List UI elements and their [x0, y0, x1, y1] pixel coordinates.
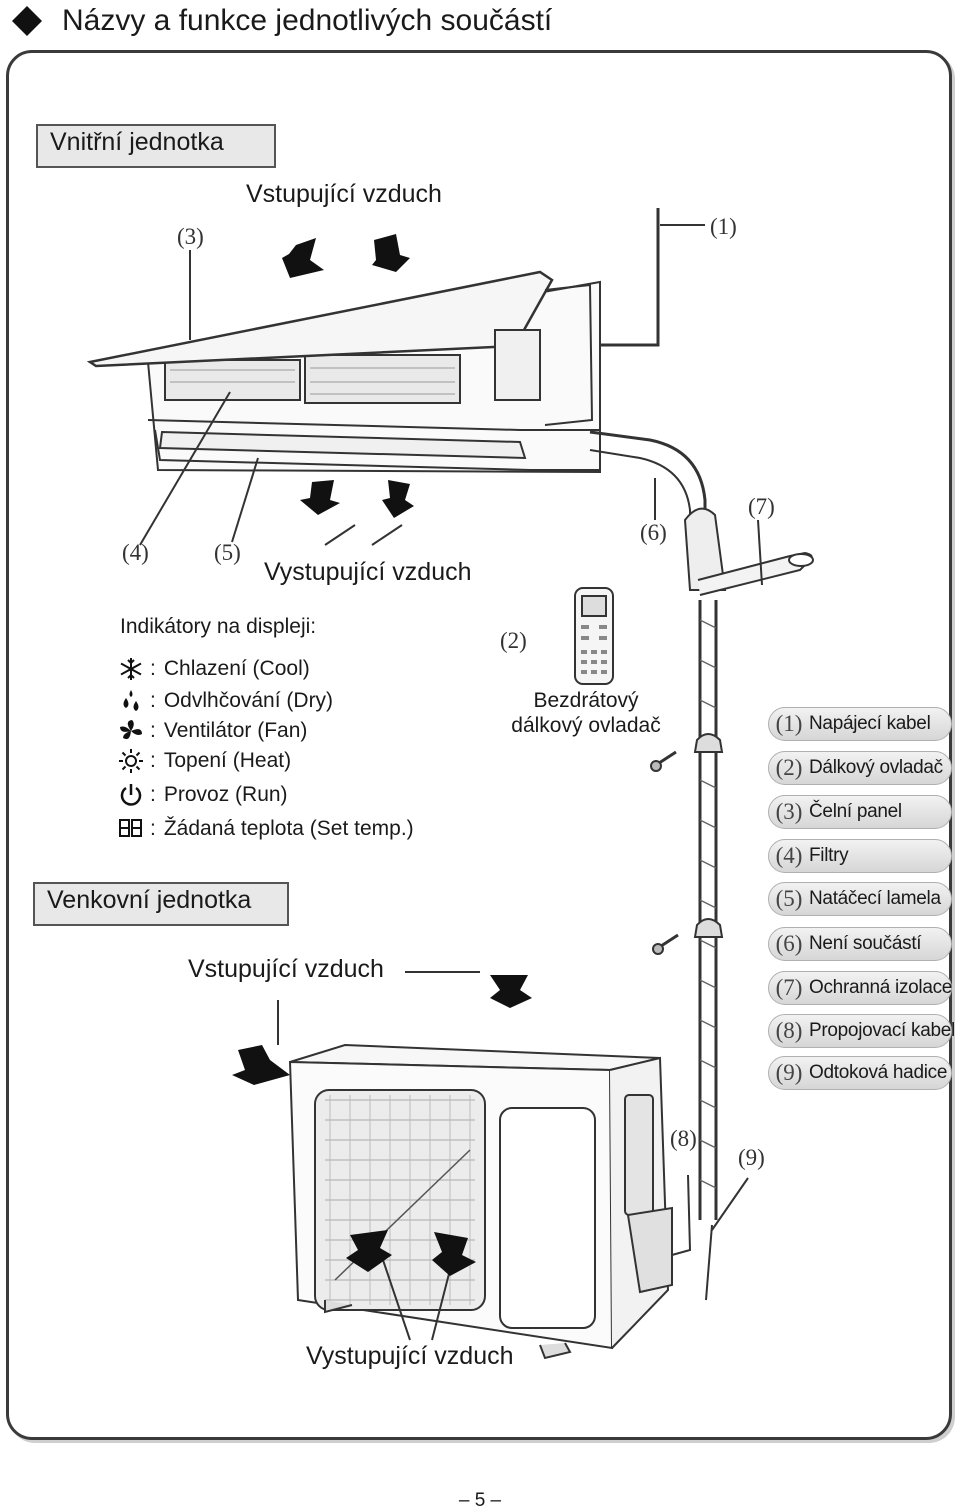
legend-number: (1) — [775, 711, 803, 736]
remote-label-line2: dálkový ovladač — [511, 714, 661, 737]
snowflake-icon — [120, 658, 142, 680]
indicator-label: Chlazení (Cool) — [163, 657, 310, 680]
indicator-label: Žádaná teplota (Set temp.) — [163, 817, 414, 840]
legend-item-remote: (2) Dálkový ovladač — [768, 751, 952, 785]
callout-6: (6) — [640, 520, 667, 545]
power-icon — [120, 784, 142, 806]
callout-4: (4) — [122, 540, 149, 565]
legend-number: (6) — [775, 931, 803, 956]
legend-item-front-panel: (3) Čelní panel — [768, 795, 952, 829]
droplets-icon — [123, 690, 139, 711]
digits-icon — [119, 819, 142, 837]
outdoor-air-out-label: Vystupující vzduch — [306, 1342, 514, 1370]
indicator-fan: : Ventilátor (Fan) — [118, 716, 307, 746]
indicator-label: Odvlhčování (Dry) — [163, 689, 334, 712]
legend-number: (8) — [775, 1018, 803, 1043]
legend-label: Propojovací kabel — [809, 1020, 955, 1041]
outdoor-unit-label: Venkovní jednotka — [33, 882, 289, 926]
callout-1: (1) — [710, 214, 737, 239]
sun-icon — [119, 749, 143, 773]
indicator-label: Ventilátor (Fan) — [163, 719, 308, 742]
legend-item-insulation: (7) Ochranná izolace — [768, 971, 952, 1005]
indicator-dry: : Odvlhčování (Dry) — [118, 686, 333, 716]
indicator-label: Provoz (Run) — [163, 783, 288, 806]
indicator-cool: : Chlazení (Cool) — [118, 654, 310, 684]
indicator-run: : Provoz (Run) — [118, 780, 288, 810]
legend-label: Napájecí kabel — [809, 713, 931, 734]
indicator-set-temp: : Žádaná teplota (Set temp.) — [118, 814, 414, 844]
callout-9: (9) — [738, 1145, 765, 1170]
outdoor-air-in-label: Vstupující vzduch — [188, 955, 384, 983]
legend-label: Filtry — [809, 845, 849, 866]
legend-item-louver: (5) Natáčecí lamela — [768, 882, 952, 916]
indoor-air-out-label: Vystupující vzduch — [264, 558, 472, 586]
legend-number: (9) — [775, 1060, 803, 1085]
legend-label: Čelní panel — [809, 801, 902, 822]
legend-label: Dálkový ovladač — [809, 757, 943, 778]
indoor-air-in-label: Vstupující vzduch — [246, 180, 442, 208]
callout-2: (2) — [500, 628, 527, 653]
remote-label-line1: Bezdrátový — [533, 689, 639, 712]
indicator-label: Topení (Heat) — [163, 749, 292, 772]
fan-icon — [120, 720, 142, 740]
legend-number: (2) — [775, 755, 803, 780]
content-frame — [6, 50, 952, 1440]
callout-8: (8) — [670, 1126, 697, 1151]
legend-number: (3) — [775, 799, 803, 824]
display-indicators-heading: Indikátory na displeji: — [120, 615, 317, 638]
legend-label: Není součástí — [809, 933, 922, 954]
callout-3: (3) — [177, 224, 204, 249]
legend-item-connecting-cable: (8) Propojovací kabel — [768, 1014, 955, 1048]
indicator-heat: : Topení (Heat) — [118, 746, 291, 776]
legend-label: Natáčecí lamela — [809, 888, 941, 909]
page-number: – 5 – — [458, 1490, 502, 1511]
callout-7: (7) — [748, 494, 775, 519]
callout-5: (5) — [214, 540, 241, 565]
legend-number: (5) — [775, 886, 803, 911]
legend-number: (7) — [775, 975, 803, 1000]
legend-item-power-cable: (1) Napájecí kabel — [768, 707, 952, 741]
legend-item-drain-hose: (9) Odtoková hadice — [768, 1056, 952, 1090]
diamond-bullet-icon — [12, 6, 42, 36]
legend-item-filters: (4) Filtry — [768, 839, 952, 873]
page-title: Názvy a funkce jednotlivých součástí — [62, 4, 553, 37]
legend-item-not-included: (6) Není součástí — [768, 927, 952, 961]
indoor-unit-label: Vnitřní jednotka — [36, 124, 276, 168]
legend-label: Ochranná izolace — [809, 977, 953, 998]
legend-number: (4) — [775, 843, 803, 868]
legend-label: Odtoková hadice — [809, 1062, 948, 1083]
